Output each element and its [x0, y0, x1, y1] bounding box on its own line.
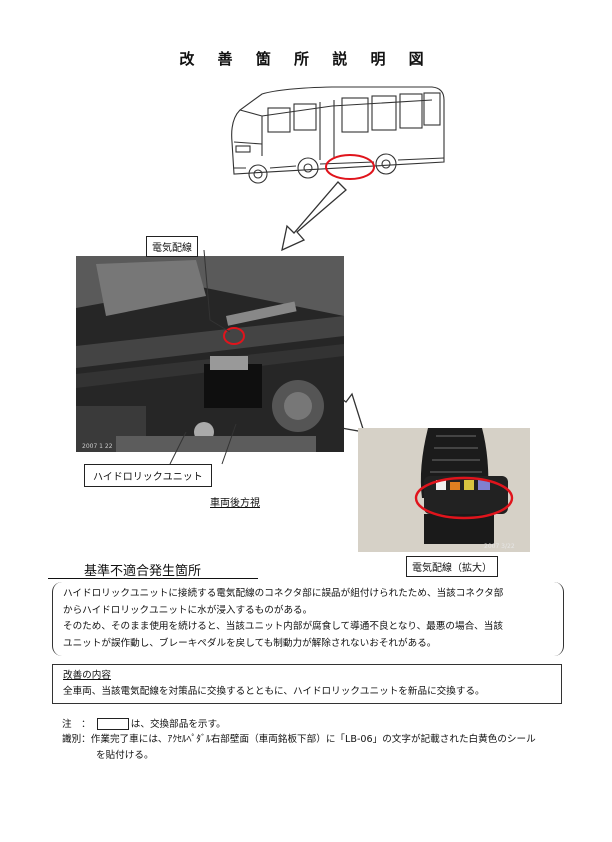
ident-line-2: を貼付ける。: [96, 750, 154, 761]
issue-line: そのため、そのまま使用を続けると、当該ユニット内部が腐食して導通不良となり、最悪…: [63, 621, 503, 632]
connector-zoom-photo: 2007 3/22: [358, 428, 530, 552]
issue-line: ユニットが誤作動し、ブレーキペダルを戻しても制動力が解除されないおそれがある。: [63, 637, 437, 649]
note-line: 注 ： は、交換部品を示す。: [62, 716, 226, 730]
ident-prefix: 識別：: [62, 734, 91, 745]
identification-note: 識別：作業完了車には、ｱｸｾﾙﾍﾟﾀﾞﾙ右部壁面（車両銘板下部）に「LB-06」…: [62, 732, 562, 764]
issue-section-title: 基準不適合発生箇所: [84, 564, 202, 579]
improvement-title: 改善の内容: [63, 670, 111, 681]
improvement-box: 改善の内容 全車両、当該電気配線を対策品に交換するとともに、ハイドロリックユニッ…: [52, 664, 562, 704]
view-caption: 車両後方視: [210, 498, 260, 509]
issue-description: ハイドロリックユニットに接続する電気配線のコネクタ部に誤品が組付けられたため、当…: [52, 582, 564, 656]
zoom-date-stamp: 2007 3/22: [484, 543, 515, 550]
label-electric-wire-zoom: 電気配線（拡大）: [406, 556, 498, 577]
ident-line-1: 作業完了車には、ｱｸｾﾙﾍﾟﾀﾞﾙ右部壁面（車両銘板下部）に「LB-06」の文字…: [90, 734, 536, 745]
bus-illustration: [231, 86, 445, 184]
issue-line: からハイドロリックユニットに水が浸入するものがある。: [63, 604, 313, 616]
label-hydraulic-unit: ハイドロリックユニット: [84, 464, 212, 487]
improvement-text: 全車両、当該電気配線を対策品に交換するとともに、ハイドロリックユニットを新品に交…: [63, 686, 485, 697]
replacement-part-swatch: [96, 718, 129, 730]
photo-date-stamp: 2007 1 22: [82, 443, 113, 450]
page-title: 改 善 箇 所 説 明 図: [179, 50, 433, 68]
note-suffix: は、交換部品を示す。: [130, 719, 226, 730]
issue-line: ハイドロリックユニットに接続する電気配線のコネクタ部に誤品が組付けられたため、当…: [63, 588, 504, 599]
label-electric-wire: 電気配線: [146, 236, 198, 257]
underbody-photo: 2007 1 22: [76, 256, 344, 452]
note-prefix: 注 ：: [62, 719, 91, 730]
issue-section-underline: [48, 578, 258, 579]
